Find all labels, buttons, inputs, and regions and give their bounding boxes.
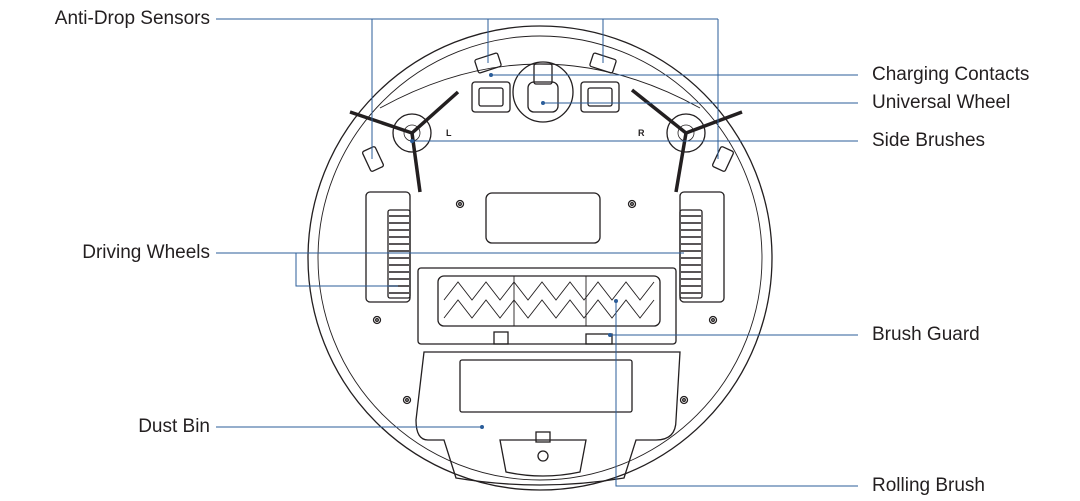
rolling-brush (437, 275, 661, 327)
leader-anti-drop-sensors (216, 18, 719, 159)
side-brush-right-hub (666, 113, 706, 153)
label-side-brushes: Side Brushes (872, 130, 986, 151)
driving-wheel-right (679, 191, 725, 303)
universal-wheel-housing (512, 61, 574, 123)
universal-wheel (527, 81, 559, 113)
center-plate (485, 192, 601, 244)
driving-wheel-left (365, 191, 411, 303)
rolling-brush-bristles (443, 276, 655, 326)
right-brush-mark: R (638, 128, 645, 138)
label-rolling-brush: Rolling Brush (872, 475, 985, 496)
anti-drop-sensor-4 (712, 146, 734, 172)
anti-drop-sensor-3 (362, 146, 384, 172)
leader-rolling-brush (615, 301, 858, 487)
label-anti-drop-sensors: Anti-Drop Sensors (54, 8, 210, 29)
label-charging-contacts: Charging Contacts (872, 64, 1030, 85)
label-universal-wheel: Universal Wheel (872, 92, 1011, 113)
robot-body-outer (307, 25, 773, 491)
charging-contact-right (580, 81, 620, 113)
universal-wheel-fork (533, 63, 553, 85)
robot-body-inner (317, 35, 763, 481)
anti-drop-sensor-2 (589, 52, 617, 74)
label-brush-guard: Brush Guard (872, 324, 980, 345)
leader-driving-wheels (216, 252, 684, 287)
front-bumper-arc (379, 63, 701, 109)
dust-bin-window (459, 359, 633, 413)
brush-guard (417, 267, 677, 345)
charging-contact-left-inner (478, 87, 504, 107)
charging-contact-right-inner (587, 87, 613, 107)
dust-bin-latch (499, 439, 587, 477)
side-brush-left-hub (392, 113, 432, 153)
charging-contact-left (471, 81, 511, 113)
anti-drop-sensor-1 (474, 52, 502, 74)
label-driving-wheels: Driving Wheels (82, 242, 210, 263)
dust-bin (415, 351, 681, 486)
left-brush-mark: L (446, 128, 452, 138)
label-dust-bin: Dust Bin (138, 416, 210, 437)
